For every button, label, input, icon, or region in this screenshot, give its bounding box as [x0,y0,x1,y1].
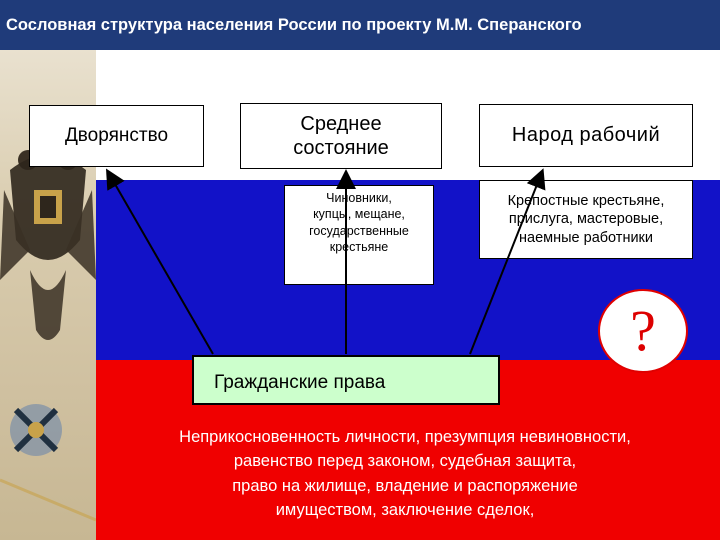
middle-subgroup-line: Чиновники, [326,191,392,205]
civil-rights-line: равенство перед законом, судебная защита… [233,452,577,471]
question-mark-icon: ? [630,298,656,363]
civil-rights-line: имуществом, заключение сделок, [275,501,535,520]
estate-nobility-box: Дворянство [29,105,204,167]
civil-rights-line: право на жилище, владение и распоряжение [232,476,578,495]
middle-subgroups-box: Чиновники, купцы, мещане, государственны… [284,185,434,285]
civil-rights-list: Неприкосновенность личности, презумпция … [100,425,710,523]
working-subgroups-box: Крепостные крестьяне, прислуга, мастеров… [479,180,693,259]
working-subgroup-line: Крепостные крестьяне, [507,193,665,210]
civil-rights-line: Неприкосновенность личности, презумпция … [179,428,631,446]
page-title: Сословная структура населения России по … [0,0,720,50]
middle-subgroup-line: государственные [309,223,409,238]
middle-subgroup-line: крестьяне [329,239,389,254]
civil-rights-label: Гражданские права [214,372,386,393]
civil-rights-box: Гражданские права [192,355,500,405]
estate-working-label: Народ рабочий [511,124,661,146]
estate-middle-label-line1: Среднее [300,113,382,135]
double-headed-eagle-icon [0,106,96,522]
estate-middle-label-line2: состояние [293,137,389,159]
estate-middle-box: Среднее состояние [240,103,442,169]
middle-subgroup-line: купцы, мещане, [313,207,405,222]
question-mark-circle: ? [598,289,688,373]
working-subgroup-line: наемные работники [519,229,653,246]
estate-nobility-label: Дворянство [64,125,169,146]
estate-working-box: Народ рабочий [479,104,693,167]
working-subgroup-line: прислуга, мастеровые, [508,211,664,228]
